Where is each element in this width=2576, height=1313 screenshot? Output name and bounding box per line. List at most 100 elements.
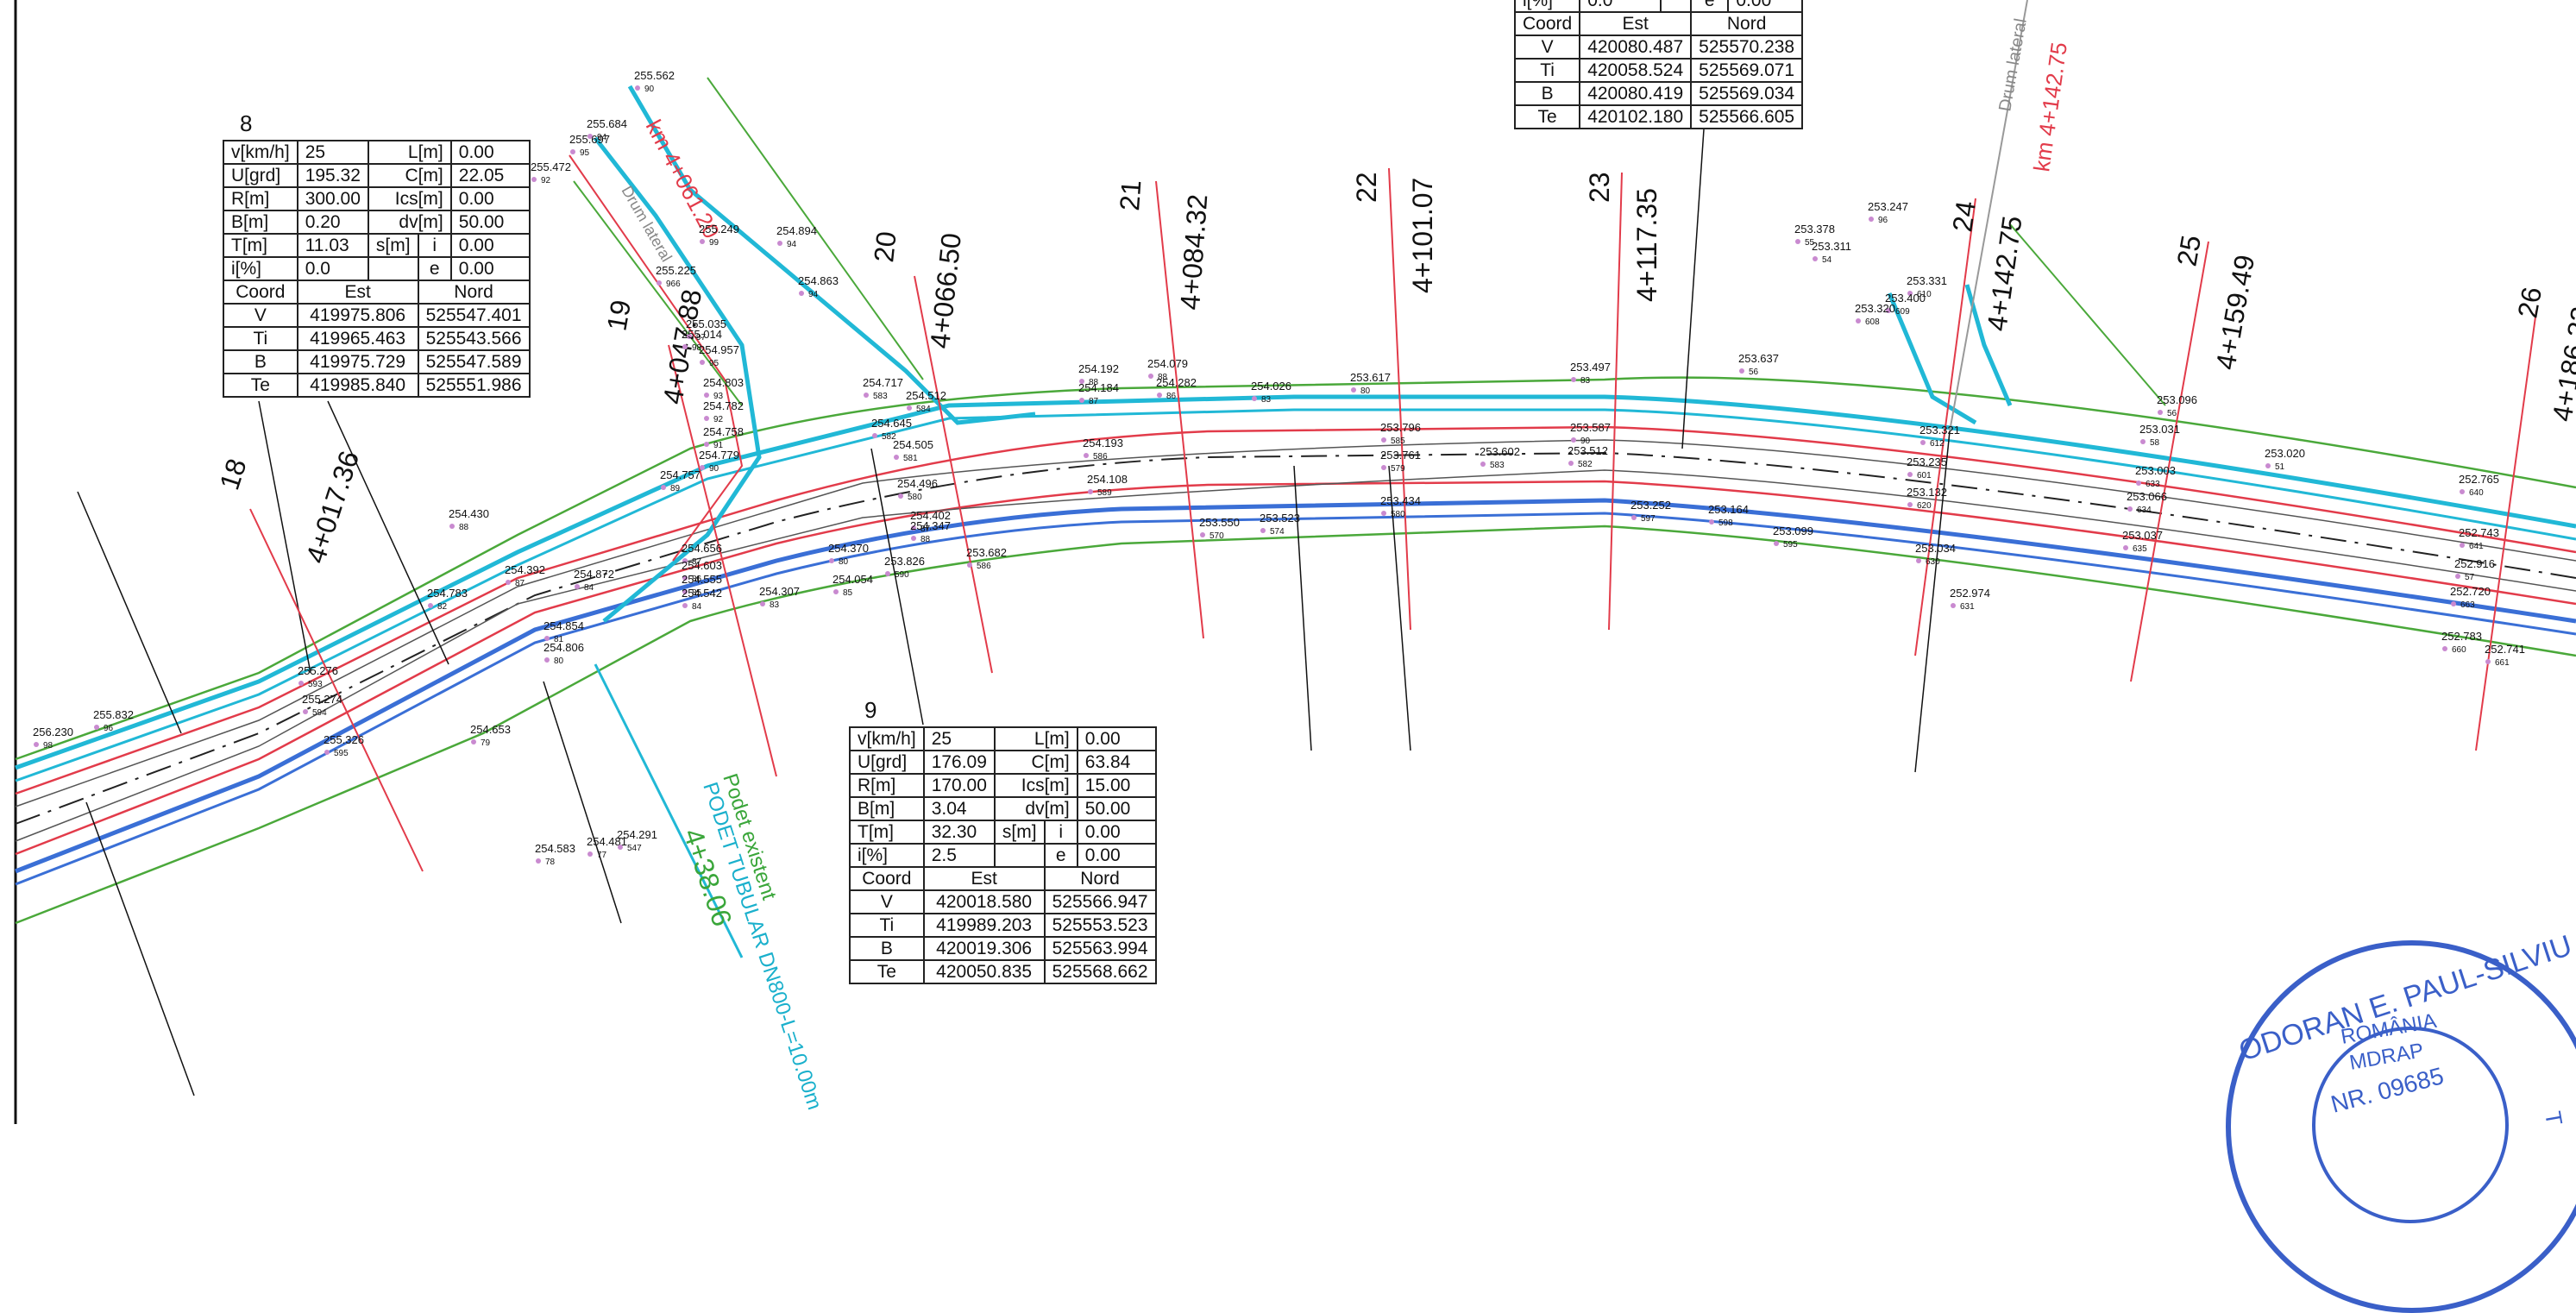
spot-marker [864, 393, 869, 398]
spot-point-number: 87 [692, 557, 702, 567]
spot-level-value: 252.974 [1950, 587, 1990, 600]
spot-point-number: 593 [308, 680, 323, 689]
profile-km-20: 4+066.50 [924, 231, 967, 349]
profile-km-21: 4+084.32 [1174, 193, 1213, 311]
spot-level-value: 254.957 [699, 343, 739, 356]
spot-marker [2265, 463, 2271, 468]
profile-km-22: 4+101.07 [1407, 178, 1438, 293]
spot-point-number: 80 [1360, 386, 1371, 396]
table8-param-value: 195.32 [296, 163, 369, 188]
spot-marker [682, 575, 688, 581]
spot-marker [544, 636, 550, 641]
spot-marker [506, 580, 511, 585]
spot-marker [1631, 515, 1637, 520]
table10-coord-est: 420058.524 [1579, 58, 1693, 83]
spot-marker [833, 589, 839, 594]
spot-marker [704, 416, 709, 421]
spot-point-number: 84 [692, 602, 702, 612]
spot-level-value: 253.434 [1380, 494, 1421, 507]
spot-marker [1381, 465, 1386, 470]
table8-param-value: 0.00 [449, 256, 531, 281]
spot-point-number: 601 [1917, 471, 1932, 481]
table10-coord-header-cell: Nord [1690, 11, 1804, 36]
table9-leader [870, 448, 924, 726]
table8-coord-nord: 525547.401 [417, 303, 531, 328]
spot-level-value: 252.743 [2459, 526, 2499, 539]
spot-marker [799, 291, 804, 296]
table9-param-label: Ics[m] [993, 773, 1078, 798]
profile-number-23: 23 [1584, 172, 1615, 203]
spot-point-number: 98 [692, 343, 702, 353]
spot-level-value: 254.894 [776, 224, 817, 237]
existing-line-top [15, 439, 2576, 807]
profile-km-18: 4+017.36 [299, 447, 365, 567]
profile-number-21: 21 [1114, 179, 1147, 211]
spot-level-value: 254.603 [682, 559, 722, 572]
spot-point-number: 99 [709, 238, 719, 248]
spot-level-value: 254.653 [470, 723, 511, 736]
table8-param-value: 0.20 [296, 210, 369, 235]
spot-point-number: 583 [1490, 461, 1505, 470]
spot-marker [428, 603, 433, 608]
spot-point-number: 57 [2465, 573, 2475, 582]
spot-marker [2460, 543, 2465, 548]
spot-marker [2136, 481, 2141, 486]
spot-point-number: 56 [1749, 368, 1759, 377]
table10-coord-header-cell: Est [1579, 11, 1693, 36]
spot-marker [1381, 511, 1386, 516]
spot-point-number: 590 [895, 570, 909, 580]
spot-point-number: 581 [903, 454, 918, 463]
culvert-line [594, 663, 744, 958]
spot-level-value: 253.617 [1350, 371, 1391, 384]
table9-coord-point: Ti [849, 913, 925, 938]
spot-marker [2140, 439, 2146, 444]
spot-point-number: 85 [692, 588, 702, 598]
spot-point-number: 630 [1926, 557, 1940, 567]
spot-point-number: 82 [437, 602, 448, 612]
spot-point-number: 597 [1641, 514, 1656, 524]
spot-marker [2127, 506, 2133, 512]
profile-number-25: 25 [2171, 233, 2207, 268]
spot-level-point: 253.617 80 [1350, 371, 1391, 396]
profile-line-25 [2130, 241, 2209, 682]
spot-marker [618, 845, 623, 850]
table9-param-value: 2.5 [922, 843, 996, 868]
spot-marker [1568, 461, 1574, 466]
spot-level-value: 253.512 [1568, 444, 1608, 457]
spot-level-value: 255.035 [686, 317, 726, 330]
lateral-green-2 [573, 180, 743, 406]
table9-coord-header-cell: Nord [1043, 866, 1157, 891]
spot-point-number: 610 [1917, 290, 1932, 299]
spot-marker [1148, 374, 1153, 379]
spot-level-value: 254.026 [1251, 380, 1291, 393]
ditch-top-2 [15, 408, 2576, 782]
table9-param-label: i [1043, 820, 1078, 845]
spot-marker [760, 601, 765, 606]
spot-point-number: 595 [1783, 540, 1798, 550]
